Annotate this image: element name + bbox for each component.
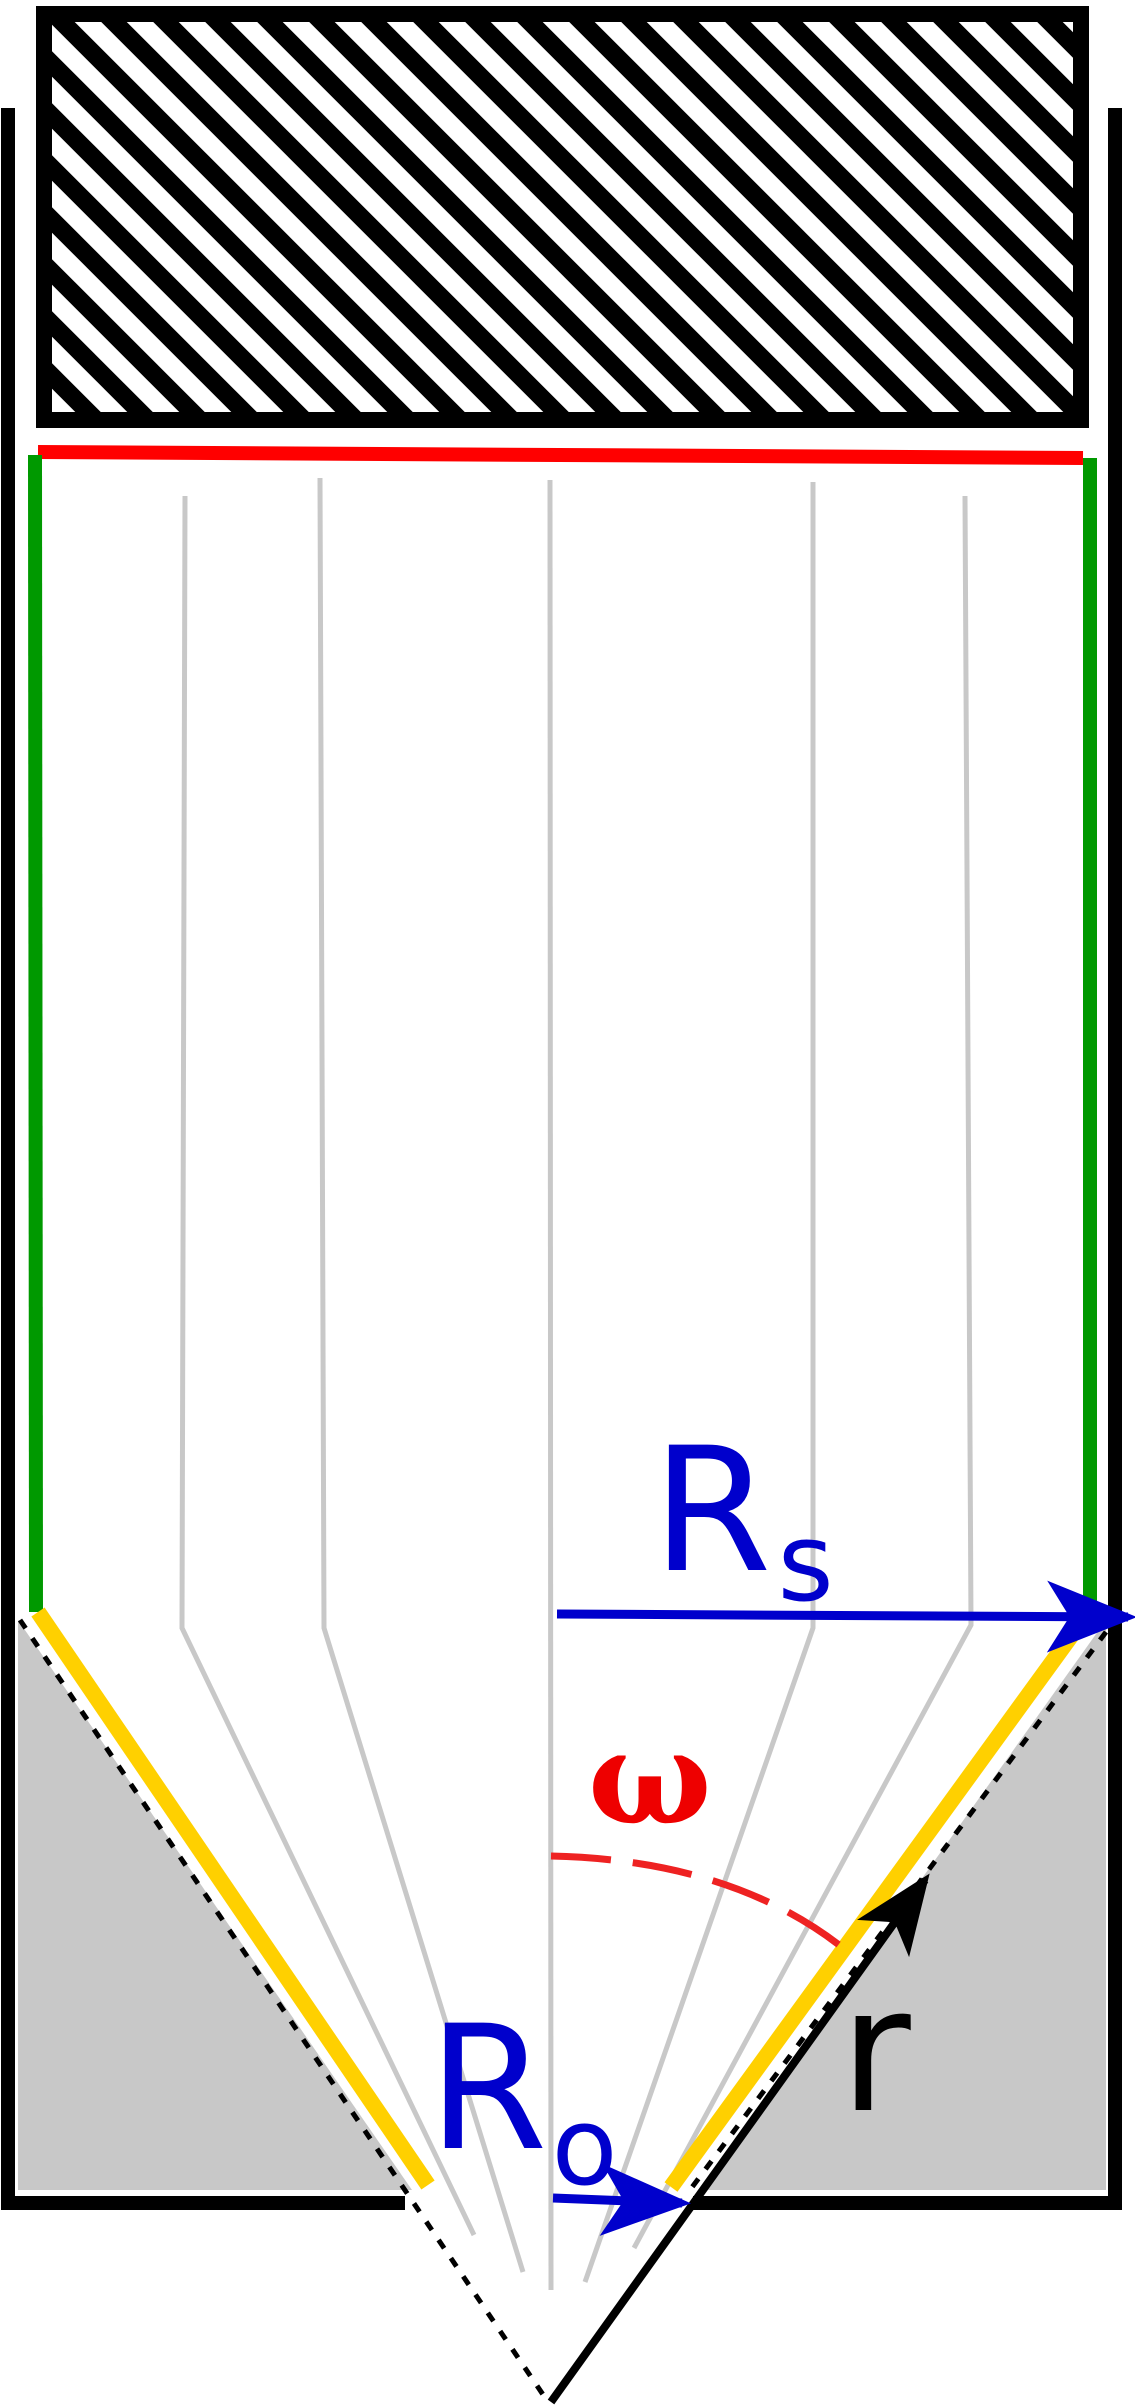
hatch-line	[827, 14, 1081, 274]
piston-block	[36, 6, 1089, 428]
left-silo-wall	[1, 108, 405, 2210]
flow-line-3	[547, 479, 554, 2291]
left-green-wall	[28, 454, 43, 1613]
rs-subscript: s	[778, 1501, 834, 1626]
flow-line-2	[317, 477, 526, 2273]
hatch-line	[203, 14, 623, 420]
omega-arc	[550, 1852, 851, 1955]
r-label: r	[840, 1950, 911, 2151]
left-cone-extension	[17, 1618, 551, 2404]
hatch-line	[44, 147, 311, 420]
hatch-line	[44, 303, 155, 420]
hatch-line	[44, 251, 207, 420]
left-hopper-fill	[18, 1620, 412, 2190]
omega-label: ω	[588, 1701, 712, 1854]
hatch-line	[99, 14, 519, 420]
hatch-line	[567, 14, 987, 420]
hatch-line	[671, 14, 1081, 420]
rs-label: Rs	[652, 1410, 834, 1626]
hatch-line	[359, 14, 779, 420]
hatch-line	[47, 14, 467, 420]
left-cone-wall	[31, 1607, 435, 2190]
hatch-line	[619, 14, 1039, 420]
ro-arrow	[552, 2163, 691, 2236]
flow-lines	[179, 477, 974, 2291]
hatch-line	[411, 14, 831, 420]
hatch-line	[775, 14, 1081, 326]
hatch-line	[931, 14, 1081, 170]
ro-label: Ro	[428, 1988, 618, 2210]
hatch-line	[723, 14, 1081, 378]
top-surface-line	[37, 445, 1084, 465]
hatch-line	[151, 14, 571, 420]
right-cone-extension	[687, 1630, 1109, 2192]
hatch-line	[44, 43, 415, 420]
hatch-line	[255, 14, 675, 420]
flow-line-4	[582, 482, 816, 2283]
hatch-line	[463, 14, 883, 420]
hatch-line	[515, 14, 935, 420]
right-silo-wall	[693, 108, 1122, 2210]
hatch-line	[307, 14, 727, 420]
flow-line-5	[631, 495, 974, 2250]
rs-arrow	[556, 1580, 1135, 1653]
hatch-line	[983, 14, 1081, 118]
hatch-line	[44, 95, 363, 420]
hatch-line	[879, 14, 1081, 222]
ro-subscript: o	[552, 2085, 618, 2210]
hatch-pattern	[44, 14, 1081, 420]
r-arrow	[547, 1873, 930, 2405]
flow-line-1	[179, 495, 477, 2237]
